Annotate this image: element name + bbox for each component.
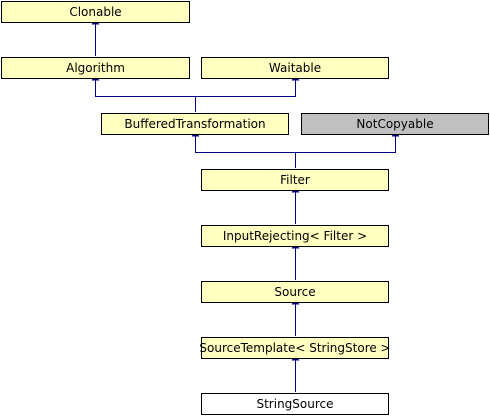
node-source-template[interactable]: SourceTemplate< StringStore > [199, 337, 391, 359]
node-waitable[interactable]: Waitable [201, 57, 389, 79]
node-input-rejecting[interactable]: InputRejecting< Filter > [201, 225, 389, 247]
node-algorithm-label: Algorithm [66, 61, 125, 75]
edge-filter-notcopyable [295, 136, 396, 153]
node-clonable[interactable]: Clonable [1, 1, 190, 23]
node-input-rejecting-label: InputRejecting< Filter > [222, 229, 368, 243]
node-source-template-label: SourceTemplate< StringStore > [199, 341, 391, 355]
node-string-source: StringSource [201, 393, 389, 415]
edge-bt-waitable [195, 80, 296, 97]
edge-filter-bt [196, 136, 296, 153]
node-source-label: Source [274, 285, 316, 299]
node-waitable-label: Waitable [268, 61, 322, 75]
node-filter-label: Filter [280, 173, 310, 187]
node-algorithm[interactable]: Algorithm [1, 57, 190, 79]
node-not-copyable-label: NotCopyable [356, 117, 434, 131]
node-not-copyable[interactable]: NotCopyable [301, 113, 489, 135]
node-source[interactable]: Source [201, 281, 389, 303]
node-string-source-label: StringSource [256, 397, 334, 411]
node-buffered-transformation-label: BufferedTransformation [124, 117, 266, 131]
node-buffered-transformation[interactable]: BufferedTransformation [101, 113, 289, 135]
node-filter[interactable]: Filter [201, 169, 389, 191]
edge-bt-algorithm [96, 80, 196, 97]
node-clonable-label: Clonable [69, 5, 122, 19]
